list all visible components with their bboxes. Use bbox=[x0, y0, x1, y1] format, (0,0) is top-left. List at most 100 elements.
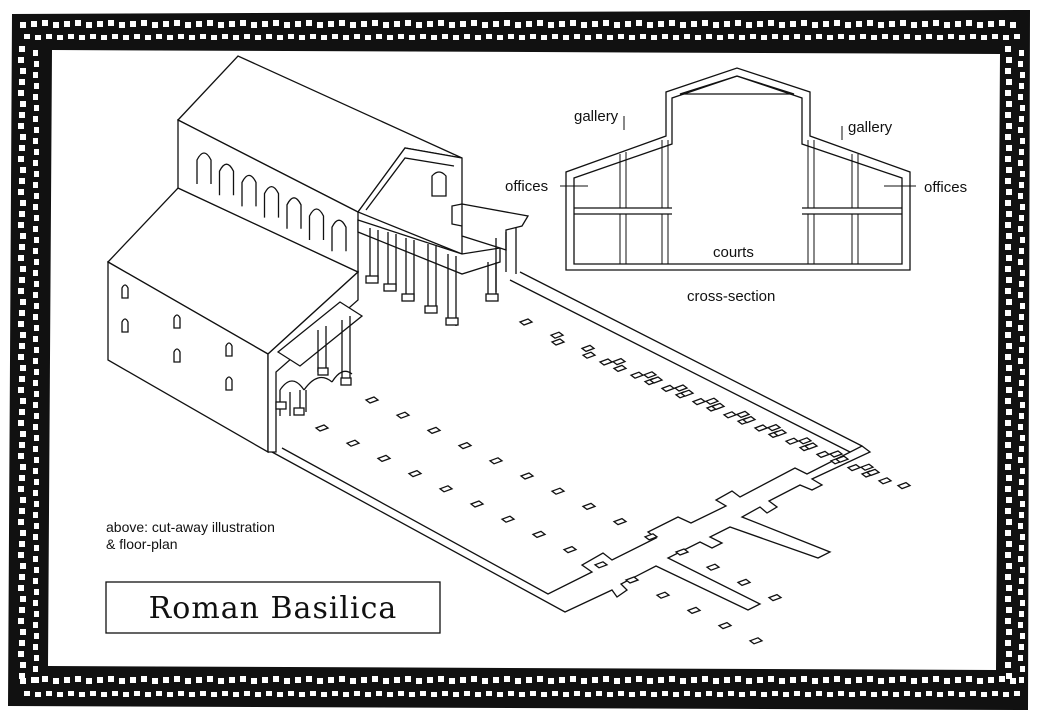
frame-dot bbox=[647, 22, 653, 28]
frame-dot bbox=[849, 692, 855, 697]
frame-dot bbox=[18, 618, 24, 624]
floor-plan-far-wall bbox=[509, 271, 863, 453]
frame-dot bbox=[33, 666, 38, 672]
frame-dot bbox=[1005, 574, 1011, 580]
frame-dot bbox=[295, 21, 301, 27]
frame-dot bbox=[200, 691, 206, 696]
frame-dot bbox=[19, 211, 25, 217]
clerestory-window bbox=[196, 152, 212, 184]
frame-dot bbox=[34, 479, 39, 485]
frame-dot bbox=[1005, 618, 1011, 624]
frame-dot bbox=[1020, 402, 1025, 408]
frame-dot bbox=[200, 34, 206, 39]
frame-dot bbox=[933, 676, 939, 682]
frame-dot bbox=[816, 691, 822, 696]
frame-dot bbox=[332, 691, 338, 696]
frame-dot bbox=[856, 21, 862, 27]
pier-footprint bbox=[674, 548, 690, 556]
frame-dot bbox=[827, 35, 833, 40]
frame-dot bbox=[739, 692, 745, 697]
frame-dot bbox=[1020, 534, 1025, 540]
frame-dot bbox=[53, 22, 59, 28]
frame-dot bbox=[1019, 116, 1024, 122]
pier-footprint bbox=[717, 621, 733, 630]
frame-dot bbox=[911, 22, 917, 28]
frame-dot bbox=[849, 35, 855, 40]
frame-dot bbox=[904, 34, 910, 39]
frame-dot bbox=[19, 112, 25, 118]
frame-dot bbox=[530, 34, 536, 39]
frame-dot bbox=[86, 22, 92, 28]
frame-dot bbox=[101, 35, 107, 40]
frame-dot bbox=[416, 678, 422, 684]
frame-dot bbox=[922, 677, 928, 683]
frame-dot bbox=[1018, 523, 1023, 529]
frame-dot bbox=[636, 676, 642, 682]
illustration-caption-line2: & floor-plan bbox=[106, 536, 178, 552]
frame-dot bbox=[449, 22, 455, 28]
frame-dot bbox=[966, 676, 972, 682]
frame-dot bbox=[724, 677, 730, 683]
frame-dot bbox=[145, 35, 151, 40]
frame-dot bbox=[34, 149, 39, 155]
frame-dot bbox=[460, 677, 466, 683]
frame-dot bbox=[1005, 530, 1011, 536]
frame-dot bbox=[18, 486, 24, 492]
frame-dot bbox=[42, 20, 48, 26]
cutaway-gallery-floor bbox=[357, 219, 501, 275]
pier-footprint bbox=[710, 402, 726, 411]
frame-dot bbox=[1006, 277, 1012, 283]
frame-dot bbox=[207, 20, 213, 26]
frame-dot bbox=[33, 270, 38, 276]
frame-dot bbox=[882, 34, 888, 39]
pier-footprint bbox=[314, 424, 330, 432]
frame-dot bbox=[34, 611, 39, 617]
frame-dot bbox=[1005, 640, 1011, 646]
frame-dot bbox=[112, 34, 118, 39]
gable-window bbox=[431, 171, 447, 197]
frame-dot bbox=[728, 691, 734, 696]
frame-dot bbox=[130, 677, 136, 683]
frame-dot bbox=[1005, 266, 1011, 272]
pier-footprint bbox=[896, 481, 912, 490]
frame-dot bbox=[1005, 222, 1011, 228]
frame-dot bbox=[266, 34, 272, 39]
frame-dot bbox=[20, 365, 26, 371]
pier-footprint bbox=[395, 411, 411, 419]
frame-dot bbox=[1005, 332, 1011, 338]
frame-dot bbox=[992, 34, 998, 39]
frame-dot bbox=[18, 90, 24, 96]
pier-footprint bbox=[660, 384, 676, 393]
frame-dot bbox=[1019, 281, 1024, 287]
frame-dot bbox=[596, 691, 602, 696]
frame-dot bbox=[20, 464, 26, 470]
frame-dot bbox=[68, 691, 74, 696]
frame-dot bbox=[427, 21, 433, 27]
frame-dot bbox=[471, 20, 477, 26]
frame-dot bbox=[592, 677, 598, 683]
frame-dot bbox=[1018, 325, 1023, 331]
pier-footprint bbox=[624, 576, 640, 584]
frame-dot bbox=[1006, 343, 1012, 349]
frame-dot bbox=[1005, 442, 1011, 448]
frame-dot bbox=[827, 692, 833, 697]
frame-dot bbox=[713, 678, 719, 684]
pier-footprint bbox=[834, 455, 850, 463]
column-base bbox=[275, 401, 287, 410]
pier-footprint bbox=[549, 331, 565, 339]
frame-dot bbox=[306, 20, 312, 26]
frame-dot bbox=[1020, 633, 1025, 639]
frame-dot bbox=[746, 678, 752, 684]
frame-dot bbox=[33, 314, 38, 320]
column-base bbox=[293, 407, 305, 416]
frame-dot bbox=[915, 692, 921, 697]
frame-dot bbox=[18, 354, 24, 360]
frame-dot bbox=[1006, 519, 1012, 525]
frame-dot bbox=[1018, 589, 1023, 595]
frame-dot bbox=[570, 20, 576, 26]
frame-dot bbox=[141, 20, 147, 26]
pier-footprint bbox=[767, 593, 783, 602]
frame-dot bbox=[134, 691, 140, 696]
frame-dot bbox=[19, 79, 25, 85]
pier-footprint bbox=[686, 606, 702, 615]
